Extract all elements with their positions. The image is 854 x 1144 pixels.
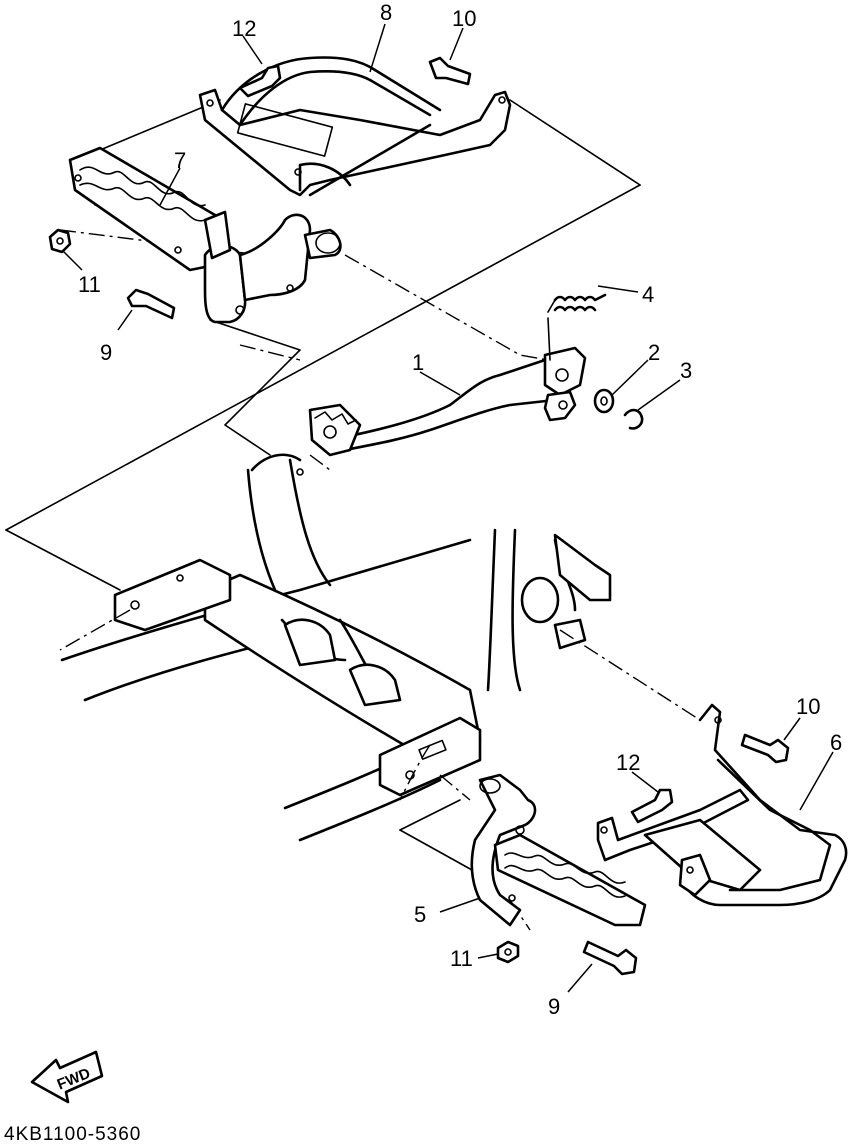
- part-12-bolt-top: [238, 64, 282, 98]
- part-12-bolt-bottom: [630, 788, 674, 824]
- callout-7: 7: [174, 148, 186, 173]
- callout-5: 5: [414, 902, 426, 927]
- callout-3: 3: [680, 358, 692, 383]
- callout-12-top: 12: [232, 16, 256, 41]
- callout-11-bottom: 11: [450, 946, 473, 971]
- callout-12-bottom: 12: [616, 750, 640, 775]
- part-11-nut-top: [48, 228, 72, 254]
- callout-10-top: 10: [452, 6, 476, 31]
- callout-9-top: 9: [100, 340, 112, 365]
- callout-labels: 12 8 10 7 11 9 1 4 2 3 10 6 12 5 11 9: [78, 0, 842, 1019]
- part-11-nut-bottom: [496, 940, 520, 964]
- part-10-bolt-top: [428, 56, 472, 86]
- part-9-bolt-top: [126, 288, 176, 320]
- part-4-spring: [547, 293, 607, 313]
- callout-11-top: 11: [78, 272, 101, 297]
- part-10-bolt-bottom: [740, 733, 790, 764]
- callout-8: 8: [380, 0, 392, 25]
- callout-6: 6: [830, 730, 842, 755]
- frame-assembly: [60, 453, 612, 842]
- callout-1: 1: [412, 350, 424, 375]
- fwd-arrow-icon: FWD: [30, 1050, 104, 1104]
- callout-2: 2: [648, 340, 660, 365]
- part-6-guard-bar-right: [596, 703, 848, 907]
- callout-9-bottom: 9: [548, 994, 560, 1019]
- part-2-washer: [593, 388, 615, 414]
- diagram-code: 4KB1100-5360: [4, 1124, 141, 1144]
- guide-lines: [5, 99, 641, 881]
- part-1-brake-pedal: [308, 317, 587, 457]
- leader-lines: [61, 23, 834, 993]
- callout-4: 4: [642, 282, 654, 307]
- callout-10-bottom: 10: [796, 694, 820, 719]
- part-7-footrest-left: [68, 146, 342, 324]
- part-9-bolt-bottom: [582, 940, 638, 976]
- part-5-footrest-right: [470, 773, 647, 927]
- part-3-clip: [623, 408, 644, 430]
